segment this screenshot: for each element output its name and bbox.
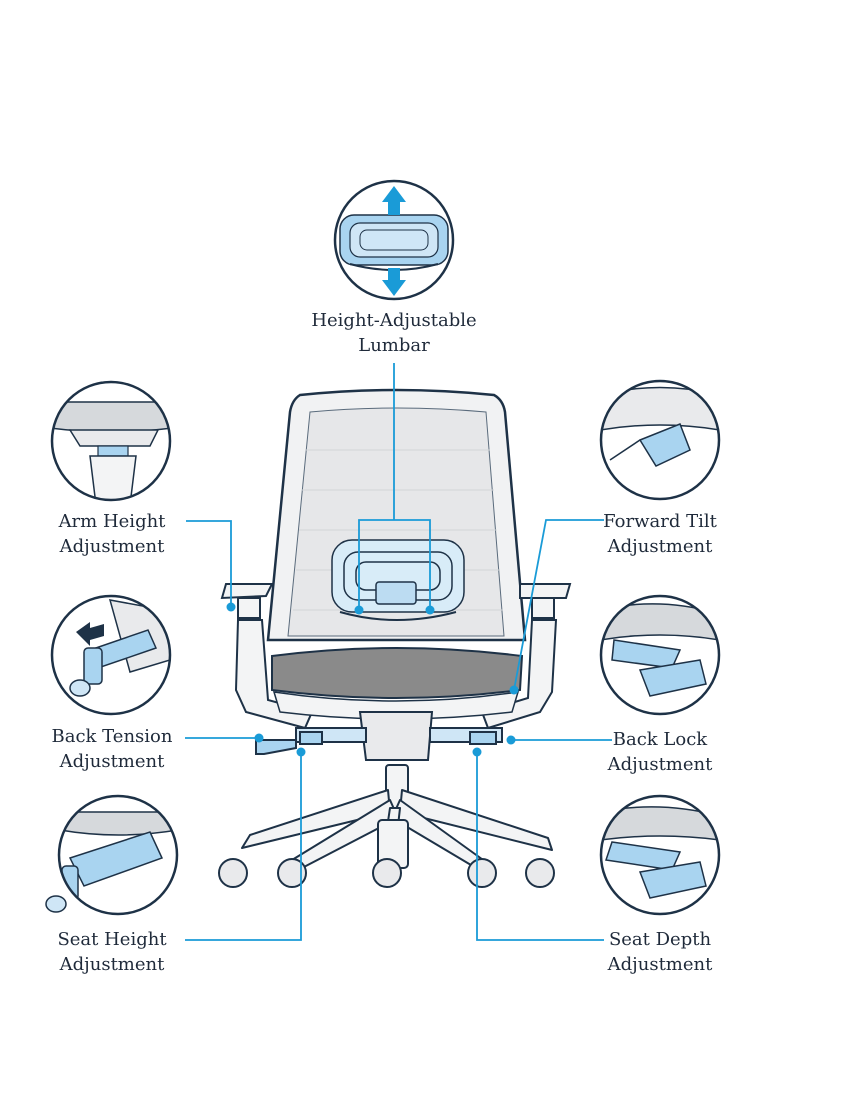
back-tension-detail-icon bbox=[50, 594, 172, 716]
back-tension-label-line1: Back Tension bbox=[51, 726, 173, 747]
back-lock-detail-icon bbox=[599, 594, 721, 716]
seat-mechanism bbox=[255, 711, 503, 761]
forward-tilt-label-line1: Forward Tilt bbox=[603, 511, 717, 532]
arm-height-label-line2: Adjustment bbox=[59, 536, 165, 557]
seat-depth-label: Seat Depth Adjustment bbox=[580, 927, 740, 977]
back-lock-label-line1: Back Lock bbox=[612, 729, 708, 750]
forward-tilt-detail-icon bbox=[599, 379, 721, 501]
chair-base bbox=[241, 764, 553, 869]
lumbar-label-line1: Height-Adjustable bbox=[311, 310, 477, 331]
seat-depth-detail-icon bbox=[599, 794, 721, 916]
leader-lines bbox=[185, 363, 612, 941]
lumbar-label: Height-Adjustable Lumbar bbox=[294, 308, 494, 358]
back-lock-label-line2: Adjustment bbox=[607, 754, 713, 775]
leader-endpoints bbox=[226, 602, 519, 757]
seat-height-detail-icon bbox=[45, 794, 179, 916]
forward-tilt-label-line2: Adjustment bbox=[607, 536, 713, 557]
lumbar-detail-icon bbox=[333, 179, 455, 301]
seat-height-label: Seat Height Adjustment bbox=[32, 927, 192, 977]
arm-height-detail-icon bbox=[50, 380, 172, 502]
arm-height-label-line1: Arm Height bbox=[58, 511, 166, 532]
back-tension-label-line2: Adjustment bbox=[59, 751, 165, 772]
seat bbox=[271, 647, 524, 720]
forward-tilt-label: Forward Tilt Adjustment bbox=[580, 509, 740, 559]
back-tension-label: Back Tension Adjustment bbox=[32, 724, 192, 774]
seat-depth-label-line2: Adjustment bbox=[607, 954, 713, 975]
back-lock-label: Back Lock Adjustment bbox=[580, 727, 740, 777]
seat-height-label-line2: Adjustment bbox=[59, 954, 165, 975]
seat-depth-label-line1: Seat Depth bbox=[608, 929, 712, 950]
lumbar-support bbox=[331, 539, 465, 621]
seat-height-label-line1: Seat Height bbox=[57, 929, 167, 950]
arm-height-label: Arm Height Adjustment bbox=[32, 509, 192, 559]
lumbar-label-line2: Lumbar bbox=[358, 335, 430, 356]
caster-wheels bbox=[218, 858, 555, 888]
